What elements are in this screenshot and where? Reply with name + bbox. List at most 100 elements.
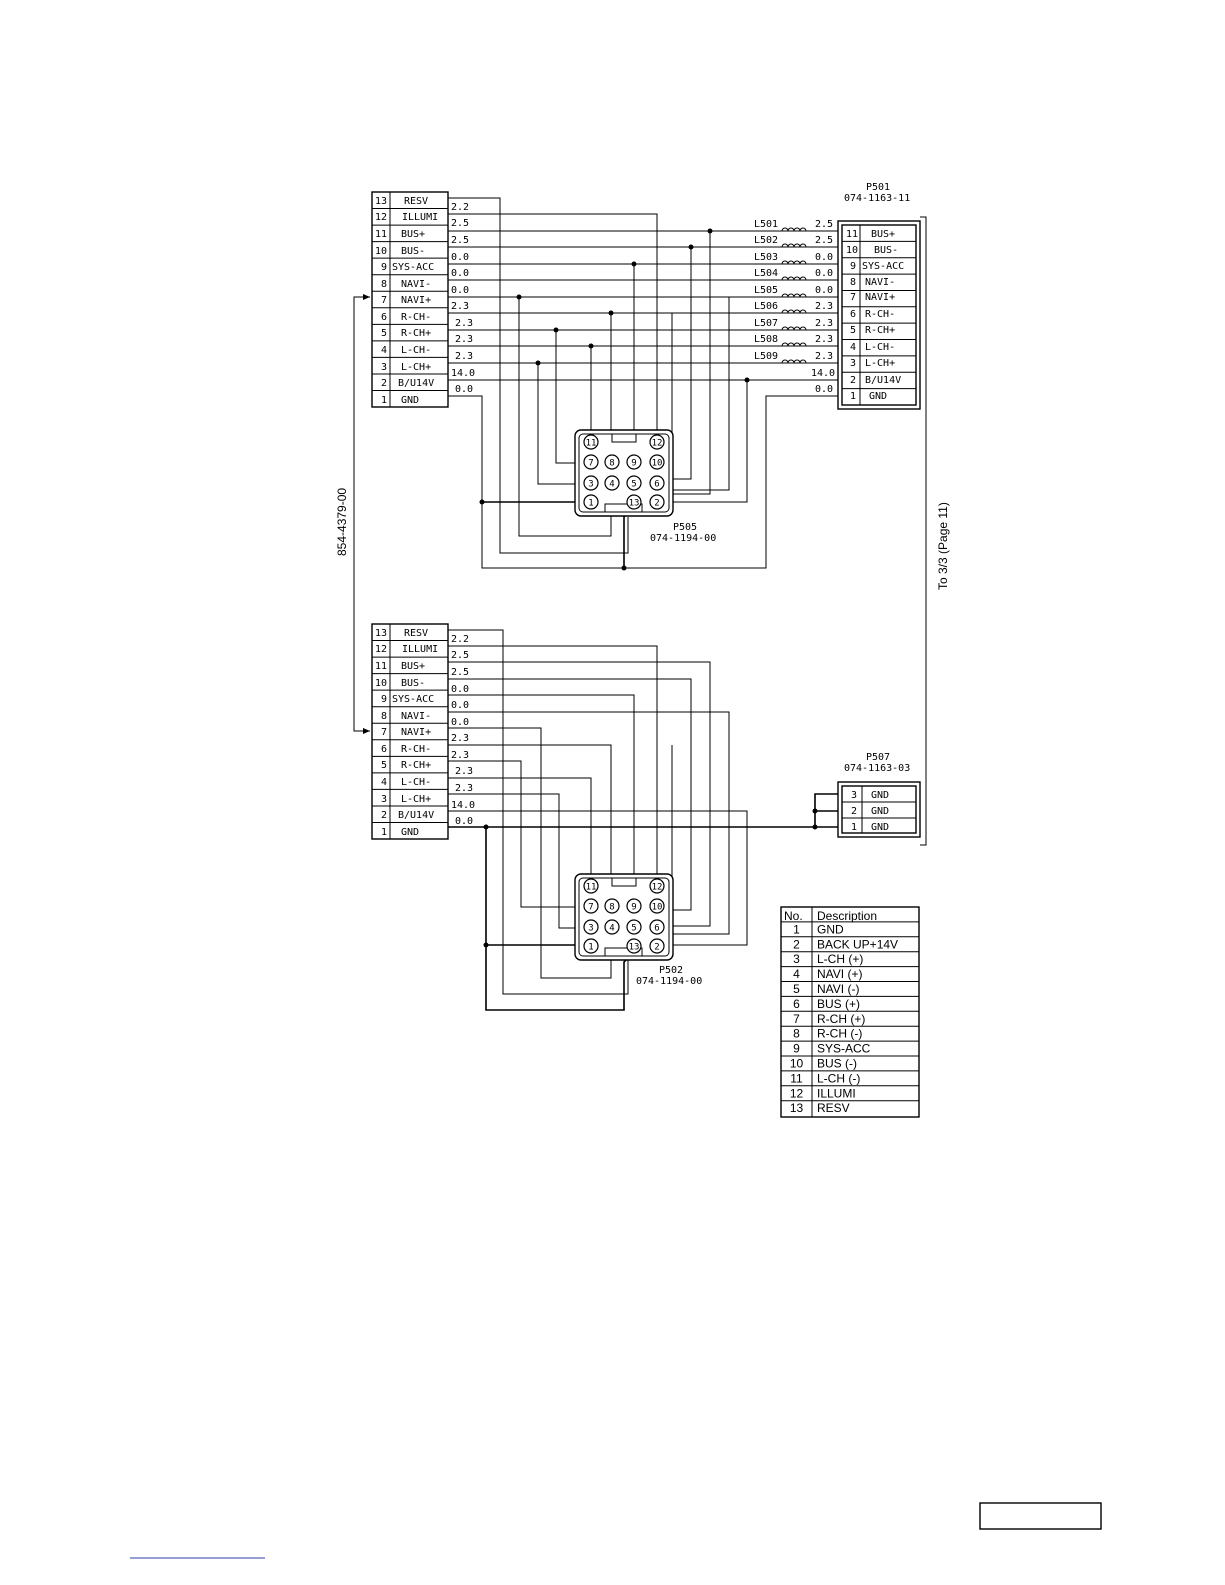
plug-pin: [583, 475, 599, 491]
legend-pin-number: 1: [793, 922, 800, 936]
signal-label: R-CH-: [865, 309, 895, 320]
pin-number: 9: [850, 261, 856, 272]
voltage-label: 2.3: [451, 301, 469, 312]
signal-label: L-CH-: [401, 345, 431, 356]
plug-pin: [583, 898, 599, 914]
pin-number: 4: [381, 777, 387, 788]
voltage-label: 0.0: [455, 384, 473, 395]
p507-part-number: 074-1163-03: [844, 763, 910, 774]
plug-pin: [649, 454, 665, 470]
plug-pin: [583, 434, 599, 450]
signal-label: L-CH+: [401, 794, 431, 805]
plug-pin: [649, 475, 665, 491]
pin-number: 1: [851, 822, 857, 833]
voltage-label: 0.0: [451, 252, 469, 263]
legend-pin-number: 13: [790, 1101, 804, 1115]
p501-name: P501: [866, 182, 890, 193]
legend-description: BACK UP+14V: [817, 937, 898, 951]
p501-voltage: 0.0: [815, 252, 833, 263]
inductor-coil: [781, 326, 807, 331]
plug-pin: [626, 938, 642, 954]
plug-pin: [583, 938, 599, 954]
p505-part-number: 074-1194-00: [650, 533, 716, 544]
plug-pin-number: 1: [588, 499, 593, 509]
signal-label: GND: [871, 806, 889, 817]
signal-label: GND: [401, 395, 419, 406]
pin-number: 8: [850, 277, 856, 288]
plug-pin: [583, 878, 599, 894]
pin-number: 2: [850, 375, 856, 386]
inductor-coil: [781, 276, 807, 281]
voltage-label: 2.5: [451, 218, 469, 229]
voltage-label: 2.3: [451, 733, 469, 744]
plug-pin-number: 4: [609, 924, 614, 934]
plug-pin-number: 10: [652, 903, 663, 913]
legend-description: NAVI (+): [817, 967, 862, 981]
signal-label: L-CH-: [401, 777, 431, 788]
signal-label: R-CH-: [401, 744, 431, 755]
legend-pin-number: 11: [790, 1071, 803, 1085]
voltage-label: 0.0: [451, 700, 469, 711]
legend-description: SYS-ACC: [817, 1042, 871, 1056]
upper-wiring: [448, 197, 840, 571]
inductor-label: L502: [754, 235, 778, 246]
legend-header-description: Description: [817, 909, 877, 923]
p501-voltage: 0.0: [815, 285, 833, 296]
upper-pin-labels: 13 12 11 10 9 8 7 6 5 4 3 2 1: [375, 196, 387, 406]
p501-voltage: 2.5: [815, 219, 833, 230]
p501-voltage: 2.3: [815, 318, 833, 329]
pin-number: 12: [375, 212, 387, 223]
inductor-coil: [781, 243, 807, 248]
signal-label: GND: [869, 391, 887, 402]
signal-label: ILLUMI: [402, 644, 438, 655]
p507-connector: P507 074-1163-03 3 2 1 GND GND GND: [837, 752, 921, 838]
inductor-label: L507: [754, 318, 778, 329]
legend-pin-number: 9: [793, 1042, 800, 1056]
to-page-label: To 3/3 (Page 11): [936, 502, 950, 590]
pin-number: 9: [381, 262, 387, 273]
voltage-label: 14.0: [451, 800, 475, 811]
voltage-label: 2.2: [451, 202, 469, 213]
plug-pin-number: 2: [654, 499, 659, 509]
pin-number: 13: [375, 628, 387, 639]
voltage-label: 2.3: [455, 766, 473, 777]
plug-pin: [626, 919, 642, 935]
voltage-label: 2.5: [451, 235, 469, 246]
p501-voltage: 2.5: [815, 235, 833, 246]
p507-name: P507: [866, 752, 890, 763]
voltage-label: 2.5: [451, 650, 469, 661]
signal-label: ILLUMI: [402, 212, 438, 223]
plug-pin-number: 5: [631, 924, 636, 934]
signal-label: NAVI-: [865, 277, 895, 288]
plug-pin-number: 9: [631, 903, 636, 913]
pin-number: 4: [381, 345, 387, 356]
lower-voltage-labels: 2.2 2.5 2.5 0.0 0.0 0.0 2.3 2.3 2.3 2.3 …: [451, 634, 475, 827]
signal-label: BUS+: [401, 661, 425, 672]
legend-description: BUS (-): [817, 1057, 857, 1071]
plug-pin-number: 11: [586, 883, 597, 893]
signal-label: GND: [401, 827, 419, 838]
p501-voltage: 2.3: [815, 334, 833, 345]
legend-description: R-CH (-): [817, 1027, 862, 1041]
plug-pin-number: 5: [631, 480, 636, 490]
pin-number: 12: [375, 644, 387, 655]
legend-description: L-CH (-): [817, 1071, 860, 1085]
plug-pin-number: 12: [652, 439, 663, 449]
voltage-label: 0.0: [451, 684, 469, 695]
plug-pin: [583, 494, 599, 510]
pin-number: 7: [850, 292, 856, 303]
pin-number: 6: [381, 312, 387, 323]
signal-label: BUS+: [401, 229, 425, 240]
p501-voltage: 2.3: [815, 351, 833, 362]
pin-number: 13: [375, 196, 387, 207]
signal-label: BUS-: [401, 246, 425, 257]
inductor-coil: [781, 342, 807, 347]
page-reference: To 3/3 (Page 11): [920, 216, 950, 846]
voltage-label: 0.0: [455, 816, 473, 827]
plug-pin-number: 7: [588, 459, 593, 469]
inductor-coil: [781, 260, 807, 265]
p501-voltage: 0.0: [815, 268, 833, 279]
